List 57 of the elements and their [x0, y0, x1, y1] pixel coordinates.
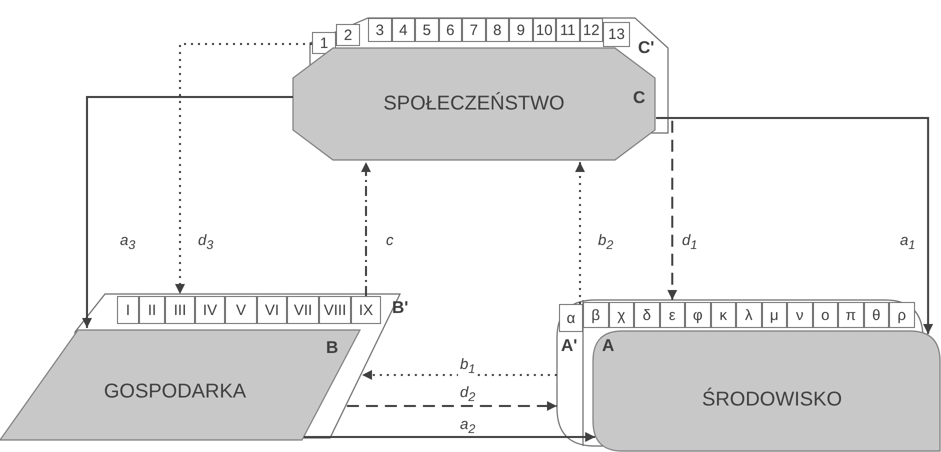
segment-label: θ	[864, 302, 889, 328]
segment-label: V	[225, 296, 257, 324]
segment-label: IV	[195, 296, 225, 324]
segment-label: 11	[556, 18, 580, 42]
arrow	[361, 162, 371, 296]
segment-label: κ	[710, 302, 736, 328]
corner-letter: B	[326, 338, 338, 358]
arrow	[82, 96, 293, 328]
segment-label: α	[559, 304, 583, 332]
band-letter: C'	[638, 38, 654, 58]
segment-label: 8	[486, 18, 509, 42]
edge-label: d$_{2}$	[458, 384, 478, 404]
segment-label: π	[838, 302, 864, 328]
segment-label: δ	[634, 302, 660, 328]
arrow	[362, 370, 557, 380]
segment-label: ρ	[889, 302, 914, 328]
arrow	[346, 401, 557, 411]
edge-label: b$_{2}$	[596, 232, 616, 252]
segment-label: 10	[532, 18, 556, 42]
node-title: ŚRODOWISKO	[702, 388, 842, 412]
segment-label: 2	[336, 24, 360, 46]
arrow	[175, 43, 312, 294]
edge-label: d$_{1}$	[680, 232, 700, 252]
segment-label: λ	[736, 302, 762, 328]
segment-label: 6	[438, 18, 462, 42]
segment-label: β	[583, 302, 608, 328]
arrow	[575, 162, 585, 304]
segment-label: φ	[685, 302, 710, 328]
segment-label: 3	[368, 18, 392, 42]
segment-label: χ	[608, 302, 634, 328]
corner-letter: A	[602, 336, 614, 356]
segment-label: ν	[787, 302, 812, 328]
segment-label: 12	[580, 18, 603, 42]
segment-label: 13	[603, 22, 630, 47]
segment-label: ο	[812, 302, 838, 328]
segment-label: VII	[287, 296, 319, 324]
segment-label: I	[117, 296, 139, 324]
arrow	[304, 432, 596, 442]
segment-label: VI	[257, 296, 287, 324]
segment-label: II	[139, 296, 165, 324]
segment-label: III	[165, 296, 195, 324]
segment-label: ε	[660, 302, 685, 328]
segment-label: 5	[415, 18, 438, 42]
segment-label: 1	[312, 32, 336, 54]
segment-label: 4	[392, 18, 415, 42]
segment-label: 9	[509, 18, 532, 42]
node-title: GOSPODARKA	[104, 380, 246, 404]
node-title: SPOŁECZEŃSTWO	[383, 92, 565, 116]
segment-label: 7	[462, 18, 486, 42]
corner-letter: C	[633, 88, 646, 108]
segment-label: VIII	[319, 296, 351, 324]
segment-label: μ	[762, 302, 787, 328]
edge-label: b$_{1}$	[458, 356, 478, 376]
edge-label: d$_{3}$	[196, 232, 216, 252]
band-letter: B'	[392, 298, 408, 318]
segment-label: IX	[351, 296, 381, 324]
band-letter: A'	[561, 336, 578, 356]
